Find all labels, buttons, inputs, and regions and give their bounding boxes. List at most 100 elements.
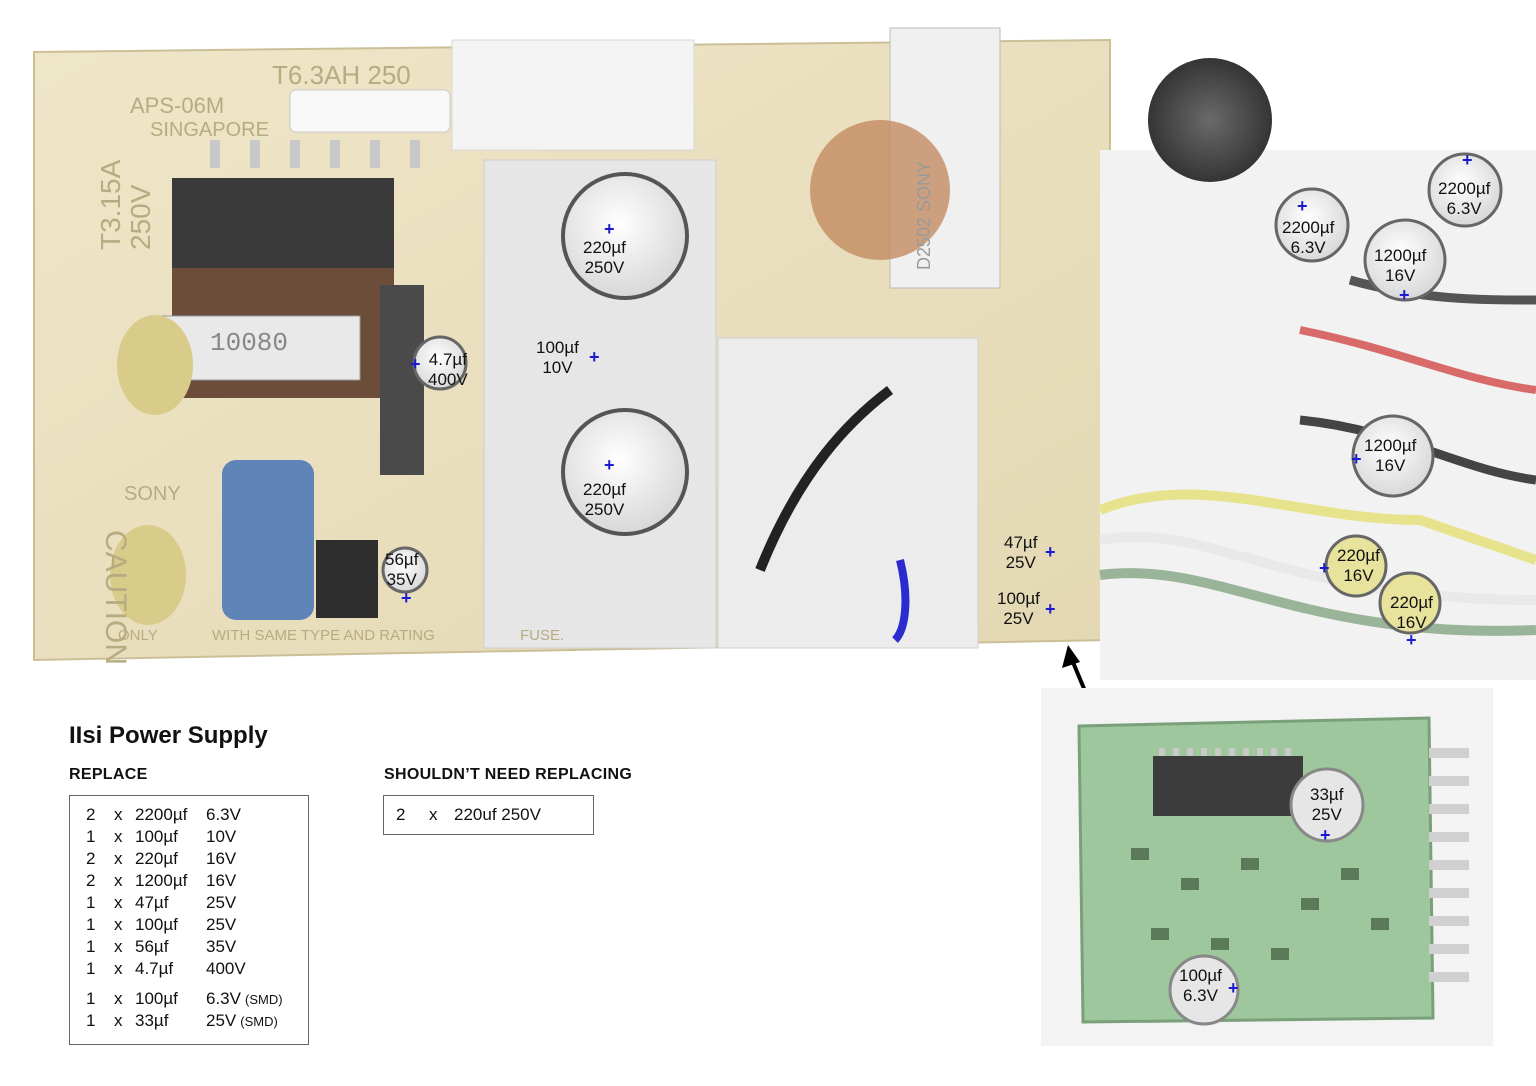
- item-voltage: 16V: [206, 871, 237, 890]
- cap-label-100uf-6-3v: 100µf 6.3V: [1179, 966, 1222, 1006]
- item-x: x: [114, 805, 123, 824]
- cap-value: 2200µf: [1282, 218, 1335, 237]
- item-qty: 2: [86, 805, 96, 824]
- cap-voltage: 25V: [1003, 609, 1034, 628]
- cap-label-100uf-10v: 100µf 10V: [536, 338, 579, 378]
- cap-voltage: 400V: [428, 370, 468, 389]
- cap-value: 220µf: [1390, 593, 1433, 612]
- fuse: [289, 89, 451, 133]
- cap-voltage: 16V: [1385, 266, 1416, 285]
- edge-connector-pins: [1429, 748, 1469, 982]
- polarity-plus-icon: +: [604, 455, 615, 475]
- item-qty: 1: [86, 989, 96, 1008]
- cap-voltage: 16V: [1375, 456, 1406, 475]
- silk-fuse-rating: T6.3AH 250: [272, 60, 411, 90]
- item-qty: 1: [86, 893, 96, 912]
- cap-label-100uf-25v: 100µf 25V: [997, 589, 1040, 629]
- item-x: x: [114, 893, 123, 912]
- silk-brand: SONY: [124, 483, 181, 505]
- item-qty: 2: [86, 871, 96, 890]
- item-x: x: [114, 915, 123, 934]
- item-x: x: [114, 1011, 123, 1030]
- item-x: x: [114, 827, 123, 846]
- cap-voltage: 6.3V: [1446, 199, 1482, 218]
- cap-voltage: 10V: [542, 358, 573, 377]
- cap-label-220uf-250v-top: 220µf 250V: [583, 238, 626, 278]
- item-qty: 1: [86, 959, 96, 978]
- cap-value: 2200µf: [1438, 179, 1491, 198]
- replace-heading: REPLACE: [69, 766, 148, 783]
- item-qty: 2: [396, 805, 406, 824]
- bridge-rectifier: [316, 540, 378, 618]
- item-value: 100µf: [135, 989, 178, 1008]
- silk-fuse-word: FUSE.: [520, 627, 564, 644]
- item-value: 1200µf: [135, 871, 188, 890]
- polarity-plus-icon: +: [410, 354, 421, 374]
- item-x: x: [114, 959, 123, 978]
- silk-origin: SINGAPORE: [150, 119, 269, 141]
- polarity-plus-icon: +: [1319, 558, 1330, 578]
- cap-voltage: 6.3V: [1290, 238, 1326, 257]
- relay: [451, 39, 695, 151]
- cap-value: 100µf: [536, 338, 579, 357]
- item-qty: 1: [86, 937, 96, 956]
- polarity-plus-icon: +: [401, 588, 412, 608]
- silk-only: ONLY: [118, 627, 158, 644]
- item-qty: 1: [86, 1011, 96, 1030]
- item-value: 4.7µf: [135, 959, 174, 978]
- item-voltage: 35V: [206, 937, 237, 956]
- cap-value: 56µf: [385, 550, 419, 569]
- polarity-plus-icon: +: [1462, 150, 1473, 170]
- polarity-plus-icon: +: [589, 347, 600, 367]
- cap-voltage: 6.3V: [1182, 986, 1218, 1005]
- cap-label-4-7uf-400v: 4.7µf 400V: [428, 350, 468, 390]
- item-note: (SMD): [240, 1014, 278, 1029]
- silk-caution: CAUTION: [99, 530, 132, 665]
- cap-label-2200uf-6-3v-right: 2200µf 6.3V: [1438, 179, 1490, 219]
- item-value: 56µf: [135, 937, 169, 956]
- item-qty: 1: [86, 915, 96, 934]
- power-supply-board-photo: 10080 T6.3AH 250 APS-06M SINGAPORE SONY …: [33, 27, 1536, 700]
- page-title: IIsi Power Supply: [69, 722, 268, 749]
- item-value: 220uf 250V: [454, 805, 541, 824]
- item-qty: 1: [86, 827, 96, 846]
- cap-voltage: 16V: [1396, 613, 1427, 632]
- cap-label-33uf-25v: 33µf 25V: [1310, 785, 1343, 825]
- cap-label-220uf-16v-bottom: 220µf 16V: [1390, 593, 1433, 633]
- item-value: 47µf: [135, 893, 169, 912]
- cap-value: 33µf: [1310, 785, 1344, 804]
- inset-pointer-arrow: [1068, 654, 1091, 700]
- item-x: x: [114, 937, 123, 956]
- cap-value: 1200µf: [1364, 436, 1417, 455]
- item-value: 33µf: [135, 1011, 169, 1030]
- item-voltage: 6.3V: [206, 805, 241, 824]
- polarity-plus-icon: +: [1399, 285, 1410, 305]
- smd-cap-33uf: [1289, 767, 1365, 843]
- cap-voltage: 16V: [1343, 566, 1374, 585]
- item-voltage: 25V: [206, 893, 237, 912]
- silk-rating-note: WITH SAME TYPE AND RATING: [212, 627, 435, 644]
- cap-voltage: 250V: [584, 500, 625, 519]
- cap-voltage: 35V: [386, 570, 417, 589]
- y-capacitor: [110, 525, 186, 625]
- transformer-label: D2502 SONY: [914, 161, 934, 270]
- polarity-plus-icon: +: [1228, 978, 1239, 998]
- item-x: x: [114, 871, 123, 890]
- item-note: (SMD): [244, 992, 283, 1007]
- item-x: x: [114, 989, 123, 1008]
- cap-label-220uf-16v-top: 220µf 16V: [1337, 546, 1380, 586]
- heatsink-centre: [717, 337, 979, 649]
- toroid-coil: [810, 120, 950, 260]
- polarity-plus-icon: +: [1351, 449, 1362, 469]
- cap-label-56uf-35v: 56µf 35V: [385, 550, 418, 590]
